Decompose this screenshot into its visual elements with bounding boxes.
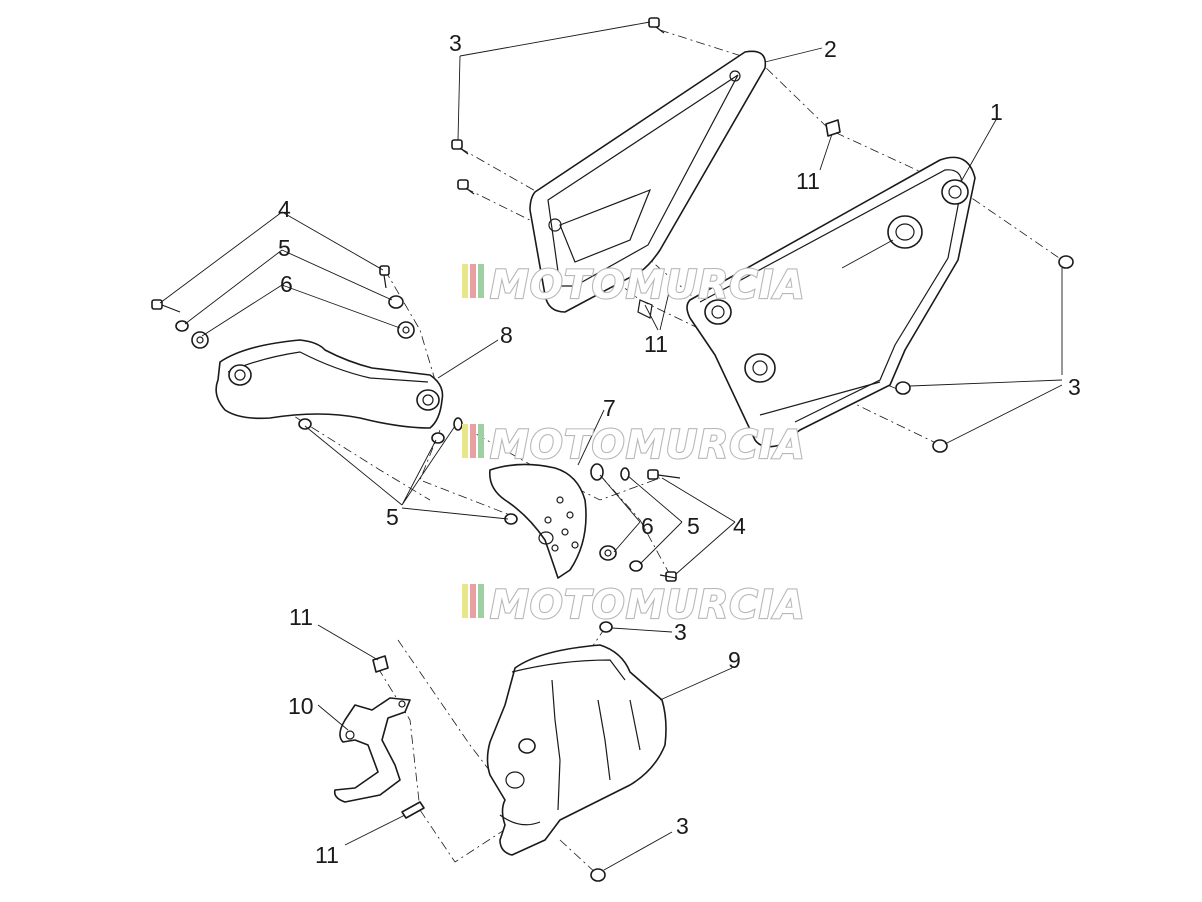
callout-numbers: 3 2 1 11 4 5 6 11 8 3 7 5 6 5 4 11 3 9 1… bbox=[278, 30, 1081, 868]
bolt bbox=[151, 299, 181, 313]
screw bbox=[457, 179, 475, 195]
watermark-logo-stripes bbox=[462, 264, 484, 298]
callout-4: 4 bbox=[733, 513, 746, 539]
watermark-text: MOTOMURCIA bbox=[490, 583, 806, 628]
clip bbox=[401, 801, 425, 819]
bolt bbox=[379, 265, 390, 289]
hardware bbox=[151, 17, 1074, 882]
screw bbox=[590, 868, 606, 882]
watermark-middle: MOTOMURCIA bbox=[462, 422, 806, 469]
leader-lines bbox=[159, 21, 1063, 871]
callout-6: 6 bbox=[641, 513, 654, 539]
grommet bbox=[599, 545, 617, 561]
callout-5: 5 bbox=[278, 235, 291, 261]
callout-1: 1 bbox=[990, 99, 1003, 125]
callout-3: 3 bbox=[449, 30, 462, 56]
callout-3: 3 bbox=[676, 813, 689, 839]
washer bbox=[431, 432, 445, 444]
callout-8: 8 bbox=[500, 322, 513, 348]
watermark-text: MOTOMURCIA bbox=[490, 423, 806, 468]
callout-6: 6 bbox=[280, 271, 293, 297]
clip bbox=[372, 655, 389, 673]
callout-7: 7 bbox=[603, 395, 616, 421]
washer bbox=[388, 295, 404, 309]
washer bbox=[629, 560, 643, 572]
clip bbox=[825, 119, 841, 137]
grommet bbox=[397, 321, 415, 339]
callout-9: 9 bbox=[728, 647, 741, 673]
lower-engine-cover bbox=[486, 644, 667, 856]
bolt bbox=[659, 571, 677, 582]
side-panel bbox=[686, 156, 976, 448]
screw bbox=[1058, 255, 1074, 269]
washer bbox=[175, 320, 189, 332]
callout-11: 11 bbox=[289, 604, 313, 630]
washer bbox=[620, 467, 630, 481]
screw bbox=[451, 139, 469, 155]
watermark-logo-stripes bbox=[462, 424, 484, 458]
watermark-bottom: MOTOMURCIA bbox=[462, 582, 806, 629]
callout-3: 3 bbox=[1068, 374, 1081, 400]
mounting-bracket bbox=[333, 697, 411, 803]
grommet bbox=[590, 463, 604, 481]
watermark-text: MOTOMURCIA bbox=[490, 263, 806, 308]
perforated-guard bbox=[488, 463, 587, 579]
screw bbox=[599, 621, 613, 633]
heat-shield bbox=[215, 339, 444, 429]
callout-10: 10 bbox=[288, 693, 314, 719]
screw bbox=[895, 381, 911, 395]
callout-3: 3 bbox=[674, 619, 687, 645]
washer bbox=[298, 418, 312, 430]
washer bbox=[453, 417, 463, 431]
side-frame-cover bbox=[529, 50, 767, 319]
callout-5: 5 bbox=[386, 504, 399, 530]
watermark-top: MOTOMURCIA bbox=[462, 262, 806, 309]
callout-11: 11 bbox=[796, 168, 820, 194]
screw bbox=[648, 17, 665, 34]
watermark-logo-stripes bbox=[462, 584, 484, 618]
callout-5: 5 bbox=[687, 513, 700, 539]
bolt bbox=[647, 469, 681, 480]
callout-11: 11 bbox=[315, 842, 339, 868]
callout-11: 11 bbox=[644, 331, 668, 357]
callout-4: 4 bbox=[278, 196, 291, 222]
screw bbox=[932, 439, 948, 453]
callout-2: 2 bbox=[824, 36, 837, 62]
grommet bbox=[191, 331, 209, 349]
